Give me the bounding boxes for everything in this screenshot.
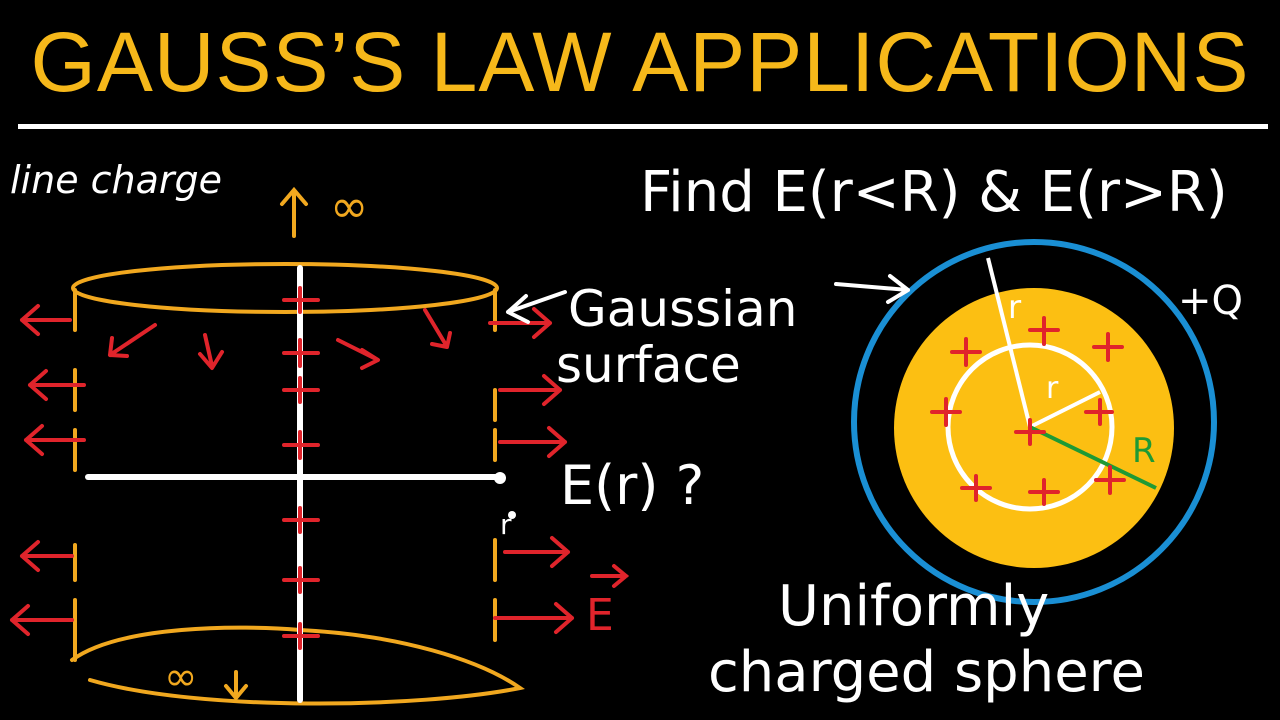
pointer-gaussian-sphere bbox=[834, 274, 910, 304]
gaussian-label-2: surface bbox=[556, 336, 741, 394]
infinity-arrows bbox=[224, 186, 308, 702]
title-underline bbox=[18, 124, 1268, 129]
up-arrow bbox=[280, 186, 308, 238]
gaussian-label-1: Gaussian bbox=[568, 280, 798, 338]
cylinder-gaussian-surface bbox=[70, 262, 525, 706]
gaussian-sphere-inner bbox=[945, 342, 1115, 512]
infinity-top: ∞ bbox=[330, 179, 368, 233]
sphere-r-outer: r bbox=[1008, 288, 1022, 326]
e-vector-arrow bbox=[590, 564, 630, 588]
gaussian-sphere-outer bbox=[851, 239, 1217, 605]
radius-outer-line bbox=[986, 257, 1032, 428]
charge-label: +Q bbox=[1178, 278, 1243, 324]
sphere-caption-1: Uniformly bbox=[778, 574, 1050, 639]
field-point bbox=[494, 472, 506, 484]
field-question: E(r) ? bbox=[560, 454, 705, 517]
infinity-bottom: ∞ bbox=[164, 654, 197, 700]
page-title: GAUSS’S LAW APPLICATIONS bbox=[30, 15, 1250, 109]
find-text: Find E(r<R) & E(r>R) bbox=[640, 160, 1228, 225]
cylinder-top-ellipse bbox=[71, 262, 499, 314]
field-arrows-right bbox=[488, 307, 574, 634]
cylinder-bottom-ellipse bbox=[70, 625, 525, 706]
sphere-plus-charges bbox=[930, 316, 1126, 506]
r-label: r bbox=[500, 508, 512, 541]
down-arrow bbox=[224, 670, 248, 702]
r-dot bbox=[508, 511, 516, 519]
radius-R-line bbox=[1029, 425, 1157, 490]
sphere-caption-2: charged sphere bbox=[708, 640, 1145, 705]
e-label: E bbox=[586, 590, 614, 641]
pointer-gaussian-cylinder bbox=[506, 290, 567, 324]
field-arrows-top-cap bbox=[108, 308, 452, 370]
field-arrows-left bbox=[10, 304, 86, 636]
line-charge-label: line charge bbox=[10, 158, 223, 202]
line-plus-charges bbox=[282, 286, 320, 650]
sphere-r-inner: r bbox=[1046, 371, 1059, 406]
radius-inner-line bbox=[1029, 390, 1101, 429]
sphere-R-label: R bbox=[1132, 431, 1156, 471]
